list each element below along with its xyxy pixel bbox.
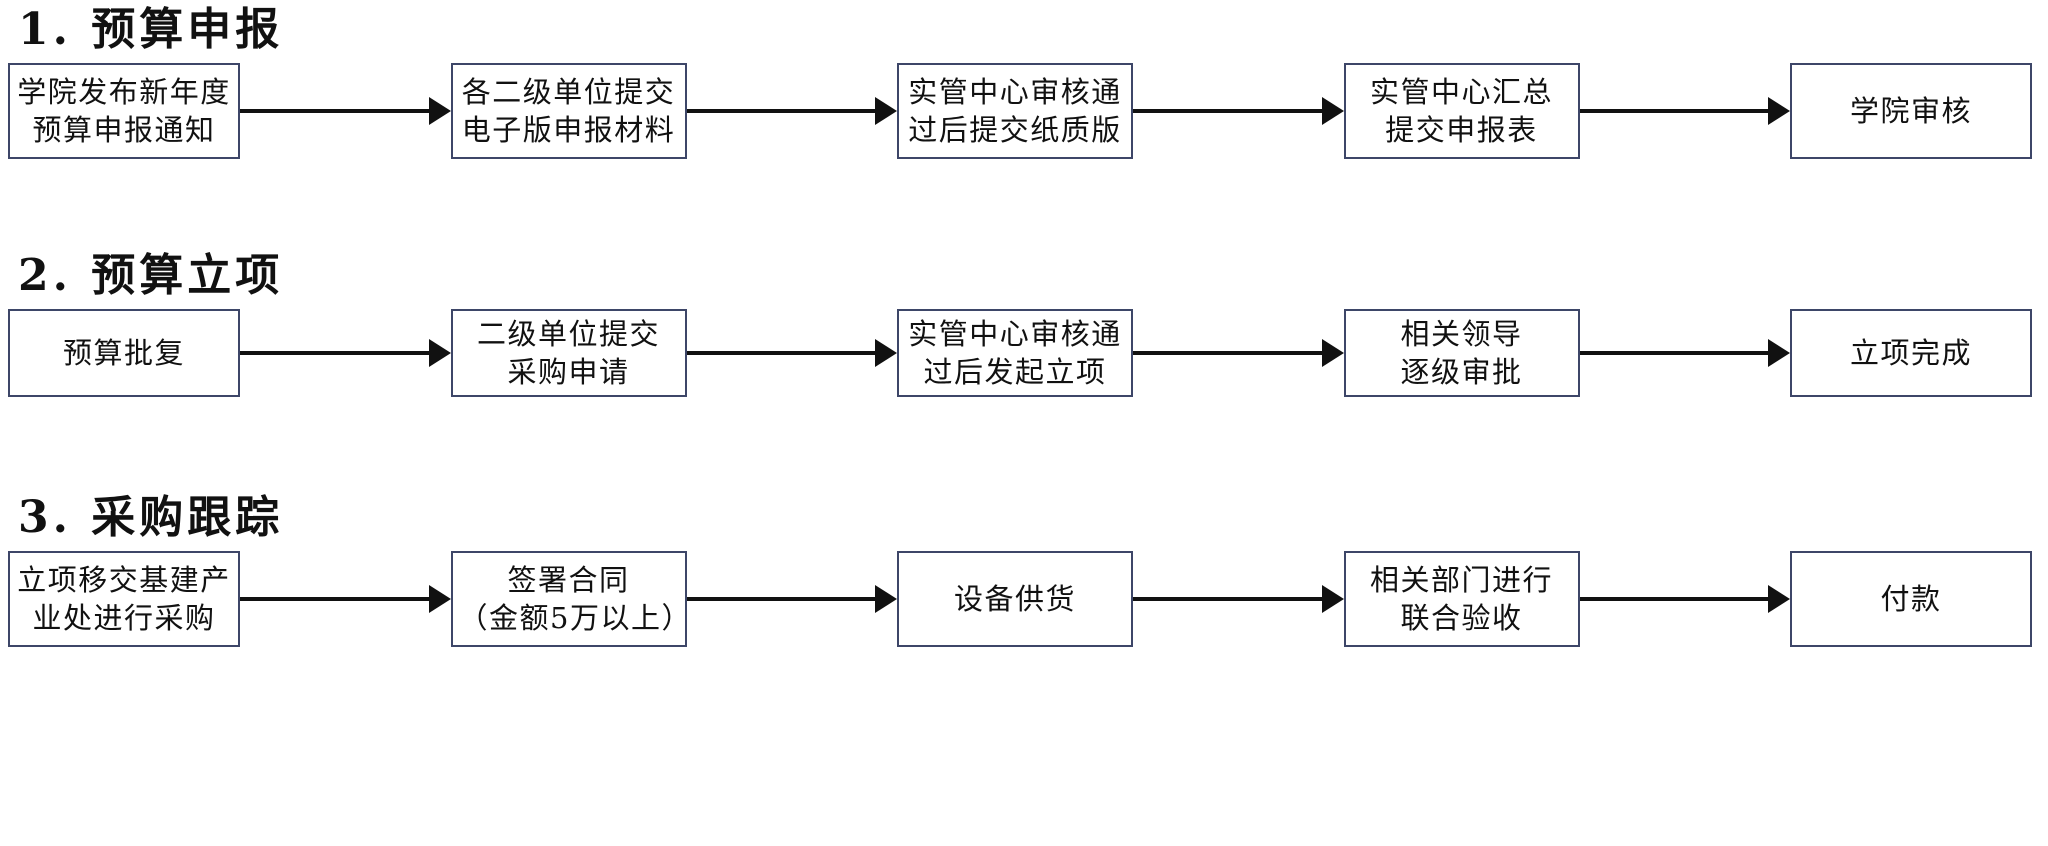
process-node-label: 实管中心汇总 提交申报表 <box>1369 74 1553 147</box>
arrow-connector <box>240 584 451 614</box>
process-node-label: 学院发布新年度 预算申报通知 <box>17 74 231 147</box>
process-node-label: 立项完成 <box>1849 335 1972 370</box>
arrow-line <box>1579 109 1773 113</box>
arrow-connector <box>1579 338 1790 368</box>
arrow-connector <box>240 96 451 126</box>
arrow-line <box>240 351 434 355</box>
arrow-connector <box>686 96 897 126</box>
process-node[interactable]: 签署合同 （金额5万以上） <box>450 551 692 647</box>
process-node-label: 各二级单位提交 电子版申报材料 <box>461 74 676 147</box>
process-node-label: 相关领导 逐级审批 <box>1400 316 1523 389</box>
process-node-label: 预算批复 <box>62 335 185 370</box>
process-node-label: 付款 <box>1880 581 1942 616</box>
arrow-right-icon <box>428 97 451 125</box>
process-node-label: 相关部门进行 联合验收 <box>1369 562 1553 635</box>
section-heading-3: 3. 采购跟踪 <box>18 492 284 543</box>
flow-row-2: 预算批复 二级单位提交 采购申请 实管中心审核通 过后发起立项 相关领导 逐 <box>0 309 2048 397</box>
process-node[interactable]: 实管中心审核通 过后发起立项 <box>897 309 1133 397</box>
arrow-right-icon <box>428 339 451 367</box>
arrow-right-icon <box>1321 585 1344 613</box>
process-node-label: 二级单位提交 采购申请 <box>476 316 660 389</box>
process-node-label: 实管中心审核通 过后发起立项 <box>908 316 1122 389</box>
process-node[interactable]: 立项移交基建产 业处进行采购 <box>8 551 240 647</box>
arrow-right-icon <box>1768 339 1790 367</box>
arrow-line <box>1133 597 1327 601</box>
section-heading-2: 2. 预算立项 <box>18 250 284 301</box>
arrow-connector <box>1579 96 1790 126</box>
process-node[interactable]: 实管中心审核通 过后提交纸质版 <box>897 63 1133 159</box>
process-node[interactable]: 学院审核 <box>1790 63 2032 159</box>
arrow-line <box>1579 351 1773 355</box>
arrow-right-icon <box>428 585 451 613</box>
process-node[interactable]: 设备供货 <box>897 551 1133 647</box>
process-node[interactable]: 预算批复 <box>8 309 240 397</box>
arrow-connector <box>686 584 897 614</box>
arrow-right-icon <box>875 97 897 125</box>
arrow-right-icon <box>875 585 897 613</box>
process-node-label: 学院审核 <box>1849 93 1972 128</box>
arrow-connector <box>1133 584 1344 614</box>
arrow-right-icon <box>875 339 897 367</box>
process-node[interactable]: 立项完成 <box>1790 309 2032 397</box>
arrow-line <box>1133 109 1327 113</box>
arrow-connector <box>686 338 897 368</box>
arrow-connector <box>1133 338 1344 368</box>
process-node[interactable]: 付款 <box>1790 551 2032 647</box>
arrow-right-icon <box>1768 585 1790 613</box>
arrow-line <box>686 109 880 113</box>
arrow-connector <box>240 338 451 368</box>
process-node[interactable]: 相关领导 逐级审批 <box>1343 309 1580 397</box>
arrow-right-icon <box>1321 339 1344 367</box>
arrow-connector <box>1579 584 1790 614</box>
process-node-label: 立项移交基建产 业处进行采购 <box>17 562 231 635</box>
arrow-right-icon <box>1321 97 1344 125</box>
arrow-line <box>686 351 880 355</box>
section-heading-1: 1. 预算申报 <box>18 4 284 55</box>
process-node-label: 设备供货 <box>953 581 1076 616</box>
arrow-line <box>686 597 880 601</box>
process-node[interactable]: 相关部门进行 联合验收 <box>1343 551 1580 647</box>
arrow-right-icon <box>1768 97 1790 125</box>
process-node[interactable]: 各二级单位提交 电子版申报材料 <box>450 63 687 159</box>
arrow-line <box>1579 597 1773 601</box>
process-node-label: 签署合同 （金额5万以上） <box>458 562 692 635</box>
arrow-connector <box>1133 96 1344 126</box>
process-node[interactable]: 实管中心汇总 提交申报表 <box>1343 63 1580 159</box>
arrow-line <box>240 109 434 113</box>
flow-row-3: 立项移交基建产 业处进行采购 签署合同 （金额5万以上） 设备供货 相关部门 <box>0 551 2048 647</box>
process-node-label: 实管中心审核通 过后提交纸质版 <box>908 74 1122 147</box>
flow-row-1: 学院发布新年度 预算申报通知 各二级单位提交 电子版申报材料 实管中心审核通 过… <box>0 63 2048 159</box>
arrow-line <box>240 597 434 601</box>
process-node[interactable]: 二级单位提交 采购申请 <box>450 309 687 397</box>
process-node[interactable]: 学院发布新年度 预算申报通知 <box>8 63 240 159</box>
arrow-line <box>1133 351 1327 355</box>
